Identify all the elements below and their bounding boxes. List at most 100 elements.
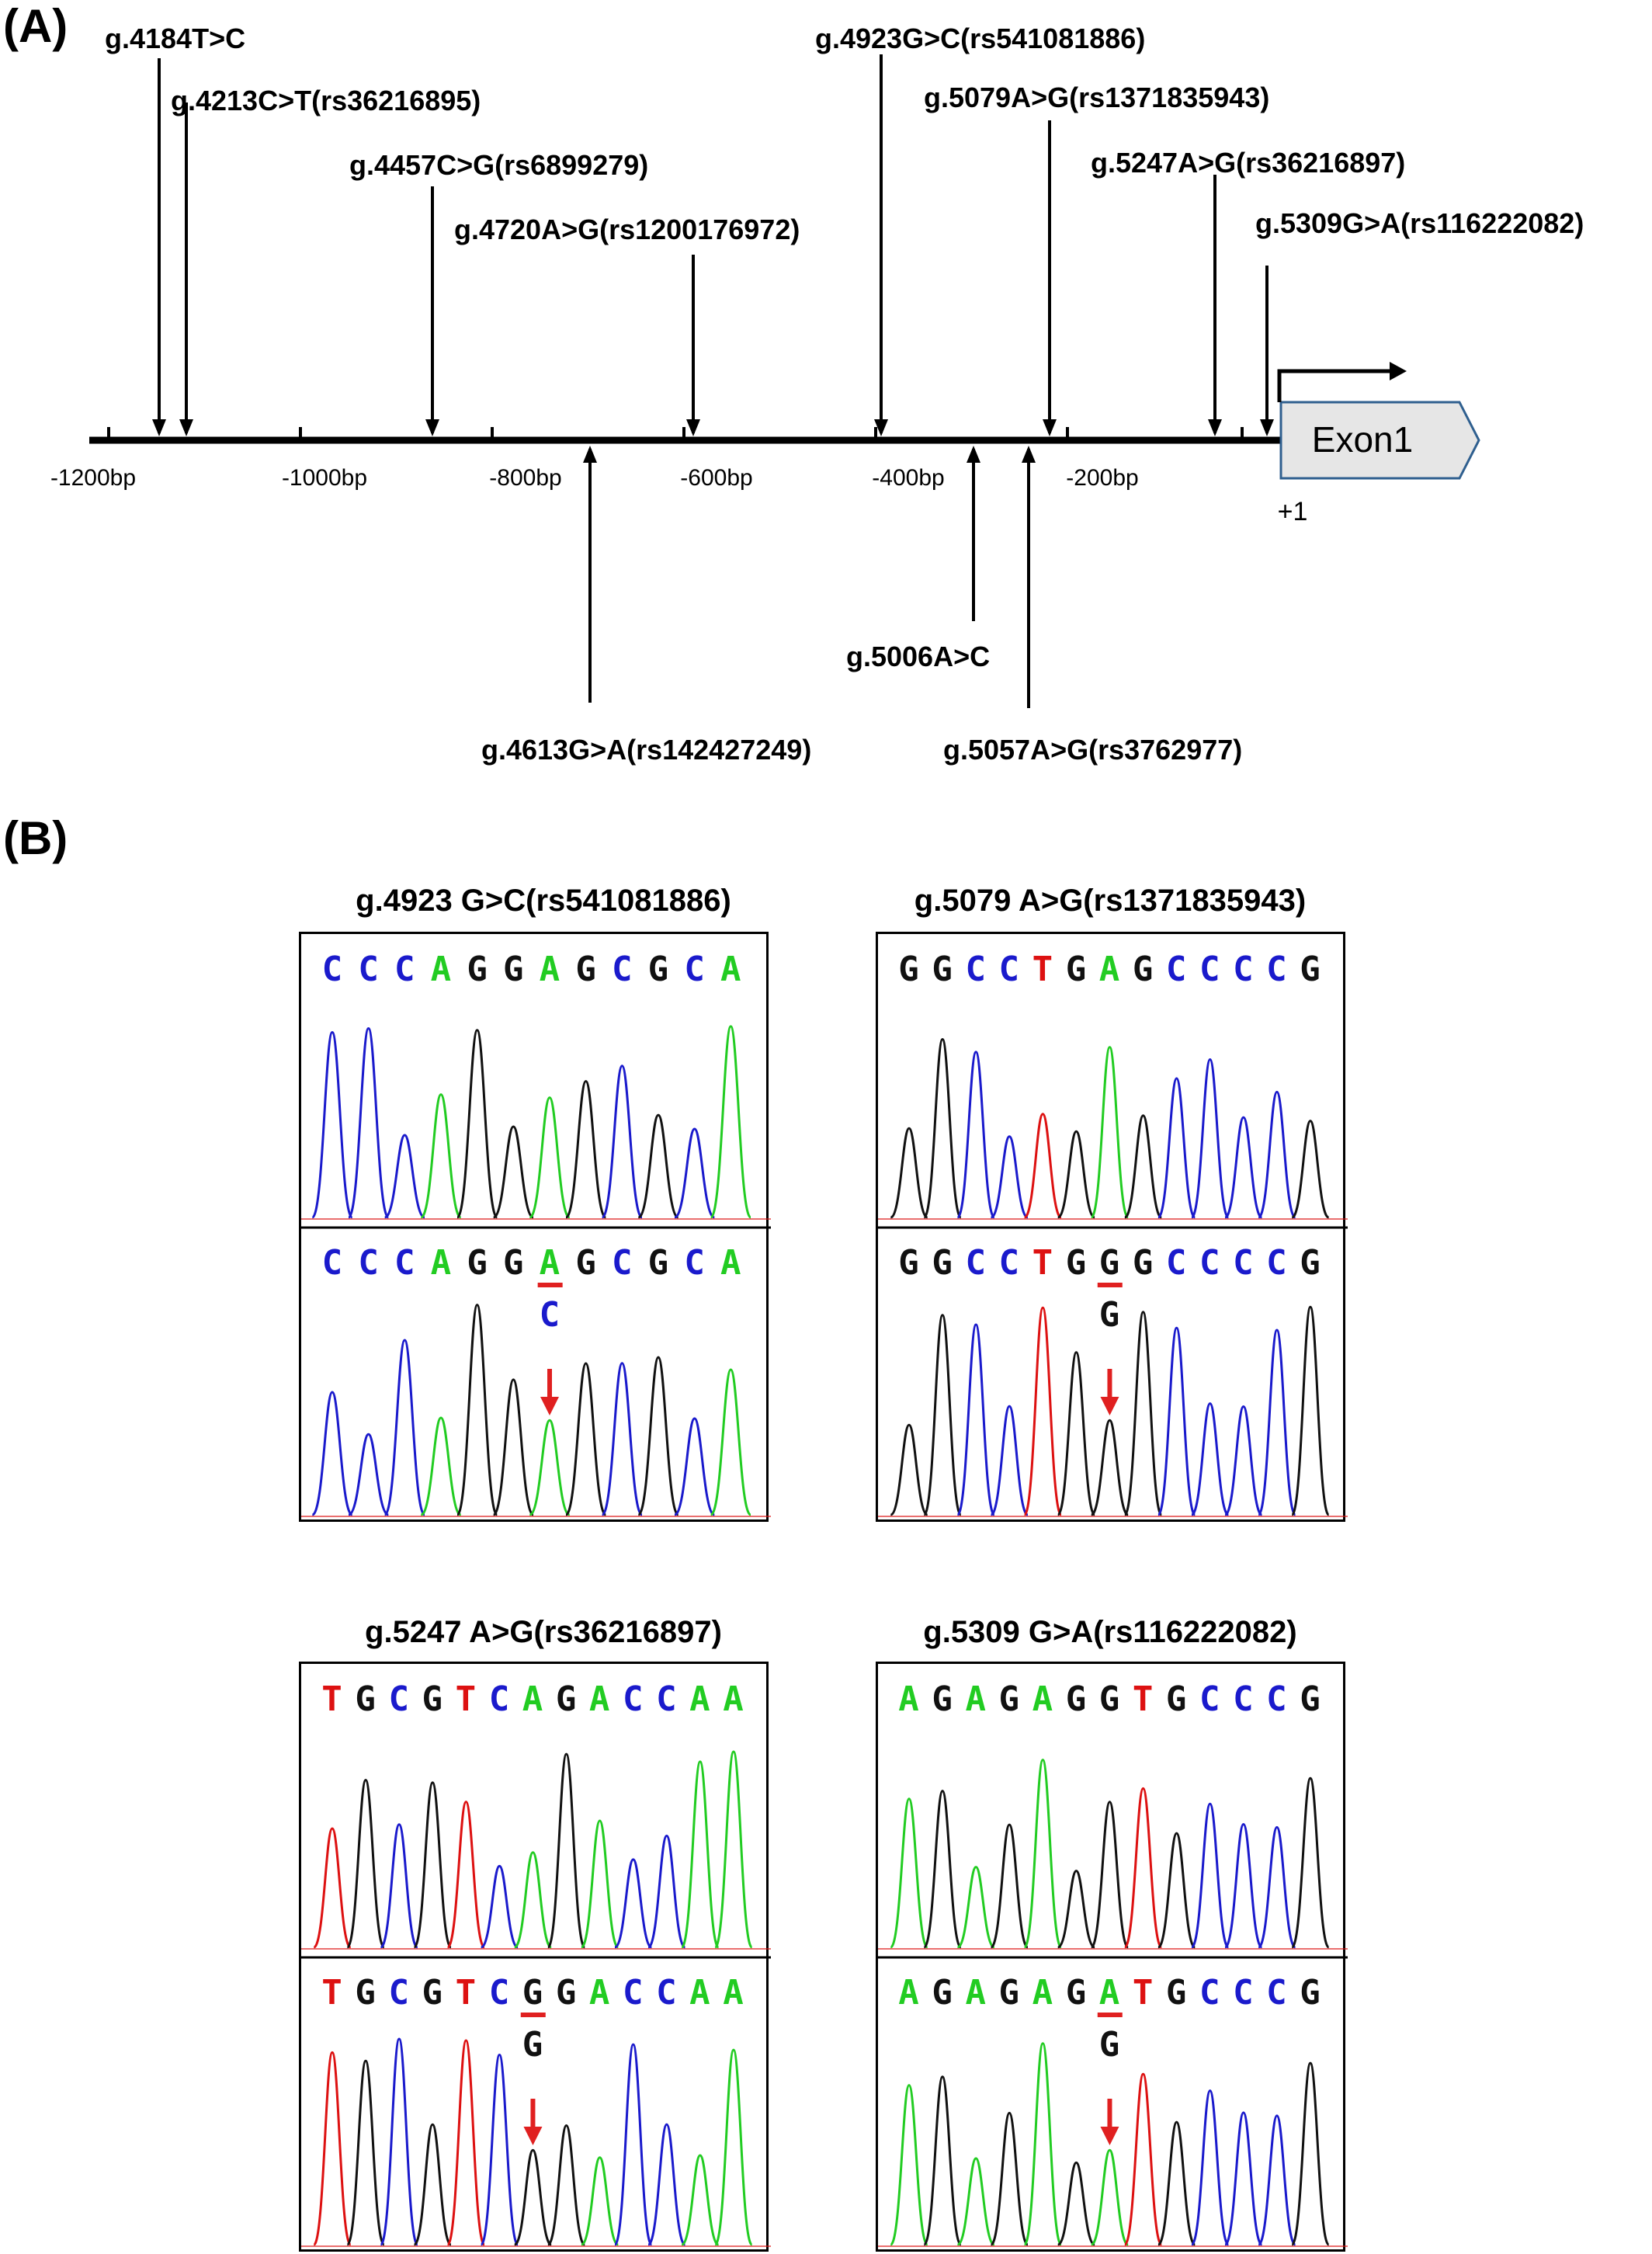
trace-peak (990, 1405, 1029, 1516)
base-letter-reference: G (932, 950, 953, 989)
base-letter-reference: C (1199, 1679, 1220, 1719)
base-letter-reference: C (394, 950, 415, 989)
axis-tick-label: -1200bp (50, 465, 136, 491)
trace-peak (528, 1096, 571, 1219)
base-letter-reference: G (999, 1679, 1020, 1719)
trace-peak (456, 1304, 498, 1516)
base-letter-variant: G (556, 1973, 577, 2013)
base-letter-reference: C (1199, 950, 1220, 989)
base-letter-reference: G (932, 1679, 953, 1719)
variant-label-below: g.4613G>A(rs142427249) (481, 734, 811, 766)
base-letter-reference: G (1099, 1679, 1120, 1719)
trace-peak (1257, 1090, 1296, 1219)
trace-title-2: g.5079 A>G(rs1371835943) (914, 884, 1307, 918)
trace-peak (480, 1864, 519, 1949)
base-letter-reference: G (467, 950, 488, 989)
variant-marker-arrowhead (1100, 2127, 1119, 2145)
trace-peak (647, 1834, 686, 1949)
variant-arrowhead-above (425, 419, 439, 436)
trace-peak (601, 1362, 644, 1516)
base-letter-variant: C (1266, 1243, 1287, 1283)
alt-base-letter: G (1099, 2025, 1120, 2065)
base-letter-variant: A (898, 1973, 919, 2013)
base-letter-reference: C (1266, 950, 1287, 989)
trace-peak (1223, 1823, 1263, 1949)
base-letter-variant: A (431, 1243, 452, 1283)
base-letter-variant: G (898, 1243, 919, 1283)
base-letter-reference: A (522, 1679, 543, 1719)
base-letter-variant: C (965, 1243, 986, 1283)
base-letter-reference: C (1233, 950, 1254, 989)
variant-arrowhead-above (1043, 419, 1057, 436)
base-letter-variant: C (656, 1973, 677, 2013)
base-letter-variant: C (684, 1243, 705, 1283)
variant-label-above: g.5309G>A(rs116222082) (1255, 207, 1584, 239)
base-letter-reference: G (1133, 950, 1154, 989)
base-letter-variant: T (456, 1973, 477, 2013)
trace-peak (564, 1079, 607, 1219)
base-letter-variant: G (1300, 1243, 1321, 1283)
axis-tick-label: -800bp (489, 465, 561, 491)
variant-label-above: g.4184T>C (105, 23, 245, 54)
base-letter-reference: G (1300, 950, 1321, 989)
trace-peak (529, 1419, 571, 1516)
base-letter-reference: C (999, 950, 1020, 989)
variant-marker-arrowhead (523, 2127, 543, 2145)
trace-peak (614, 1858, 653, 1949)
trace-title-1: g.4923 G>C(rs541081886) (356, 884, 731, 918)
variant-label-above: g.5079A>G(rs1371835943) (924, 82, 1269, 113)
base-letter-variant: C (623, 1973, 644, 2013)
trace-peak (311, 1030, 354, 1219)
trace-peak (1123, 1311, 1163, 1516)
variant-marker-arrowhead (1100, 1397, 1119, 1415)
base-letter-reference: C (612, 950, 633, 989)
base-letter-variant: A (540, 1243, 560, 1283)
trace-peak (1190, 1058, 1230, 1219)
trace-peak (601, 1064, 644, 1219)
trace-peak (956, 1051, 996, 1219)
trace-peak (1057, 2161, 1095, 2246)
trace-peak (513, 2148, 553, 2246)
trace-peak (713, 1750, 754, 1949)
trace-peak (1023, 2042, 1063, 2246)
base-letter-variant: G (648, 1243, 669, 1283)
base-letter-reference: G (1066, 950, 1087, 989)
variant-label-above: g.4923G>C(rs541081886) (815, 23, 1145, 54)
trace-peak (1123, 2072, 1163, 2246)
base-letter-reference: T (1032, 950, 1053, 989)
trace-peak (547, 2124, 586, 2246)
trace-peak (513, 1851, 553, 1949)
base-letter-variant: G (1166, 1973, 1187, 2013)
base-letter-variant: A (589, 1973, 610, 2013)
base-letter-variant: G (422, 1973, 443, 2013)
base-letter-variant: G (1133, 1243, 1154, 1283)
variant-label-above: g.4213C>T(rs36216895) (171, 85, 481, 116)
trace-peak (1023, 1759, 1063, 1949)
trace-peak (580, 1819, 620, 1949)
trace-peak (345, 2059, 386, 2246)
tss-label: +1 (1278, 497, 1308, 526)
trace-peak (380, 2037, 419, 2246)
trace-peak (922, 1790, 963, 1949)
alt-base-letter: G (522, 2025, 543, 2065)
trace-peak (380, 1823, 419, 1949)
base-letter-variant: A (1099, 1973, 1120, 2013)
base-letter-variant: C (1233, 1243, 1254, 1283)
variant-marker-arrowhead (540, 1397, 559, 1415)
panel-b-label: (B) (3, 812, 68, 864)
trace-peak (680, 1760, 720, 1949)
base-letter-variant: C (1233, 1973, 1254, 2013)
base-letter-reference: C (656, 1679, 677, 1719)
base-letter-variant: C (1199, 1243, 1220, 1283)
trace-peak (889, 2084, 929, 2246)
trace-title-3: g.5247 A>G(rs36216897) (365, 1615, 722, 1649)
base-letter-reference: G (898, 950, 919, 989)
variant-arrowhead-below (967, 446, 980, 463)
base-letter-reference: C (489, 1679, 510, 1719)
base-letter-variant: C (1266, 1973, 1287, 2013)
trace-peak (1190, 1802, 1230, 1949)
axis-tick-label: -1000bp (282, 465, 367, 491)
base-letter-variant: C (1199, 1973, 1220, 2013)
